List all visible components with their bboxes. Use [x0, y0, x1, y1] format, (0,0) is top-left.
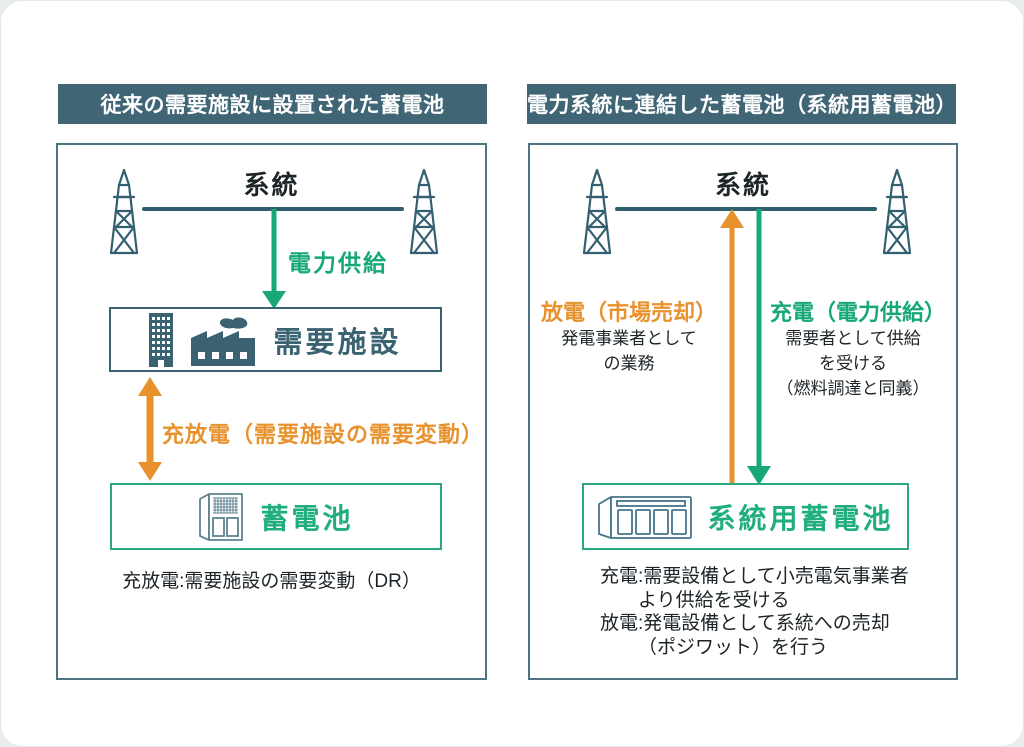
charge-arrow-down-icon	[747, 209, 771, 485]
container-battery-icon	[598, 495, 693, 539]
grid-label: 系統	[714, 170, 771, 200]
grid-label: 系統	[243, 170, 300, 200]
charge-note: 需要者として供給 を受ける （燃料調達と同義）	[776, 329, 930, 398]
demand-facility-box: 需要施設	[109, 307, 442, 372]
right-panel: 系統 放電（市場売却） 発電事業者として の業務 充電（電力供給） 需要者として…	[528, 143, 958, 680]
left-panel: 系統 電力供給	[56, 143, 487, 680]
office-building-icon	[149, 312, 174, 367]
transmission-tower-icon	[107, 169, 141, 257]
transmission-tower-icon	[580, 169, 614, 257]
left-footnote: 充放電:需要施設の需要変動（DR）	[122, 571, 421, 592]
left-panel-header: 従来の需要施設に設置された蓄電池	[58, 84, 487, 124]
battery-box: 蓄電池	[110, 483, 442, 550]
grid-battery-box: 系統用蓄電池	[582, 483, 909, 550]
battery-cabinet-icon	[199, 492, 244, 541]
demand-facility-label: 需要施設	[273, 326, 402, 359]
discharge-label: 放電（市場売却）	[540, 300, 717, 325]
charge-label: 充電（電力供給）	[770, 300, 947, 325]
right-footnote: 充電:需要設備として小売電気事業者 より供給を受ける 放電:発電設備として系統へ…	[600, 566, 909, 658]
grid-power-line	[615, 207, 877, 211]
transmission-tower-icon	[407, 169, 441, 257]
discharge-note: 発電事業者として の業務	[561, 329, 697, 373]
transmission-tower-icon	[880, 169, 914, 257]
factory-icon	[191, 317, 256, 366]
battery-label: 蓄電池	[260, 502, 354, 534]
discharge-arrow-up-icon	[720, 209, 744, 485]
charge-discharge-double-arrow-icon	[138, 377, 162, 481]
charge-discharge-label: 充放電（需要施設の需要変動）	[162, 422, 485, 447]
supply-arrow-label: 電力供給	[288, 250, 388, 276]
right-panel-header: 電力系統に連結した蓄電池（系統用蓄電池）	[527, 84, 957, 124]
power-supply-arrow-down-icon	[262, 209, 286, 309]
grid-battery-label: 系統用蓄電池	[707, 502, 894, 534]
